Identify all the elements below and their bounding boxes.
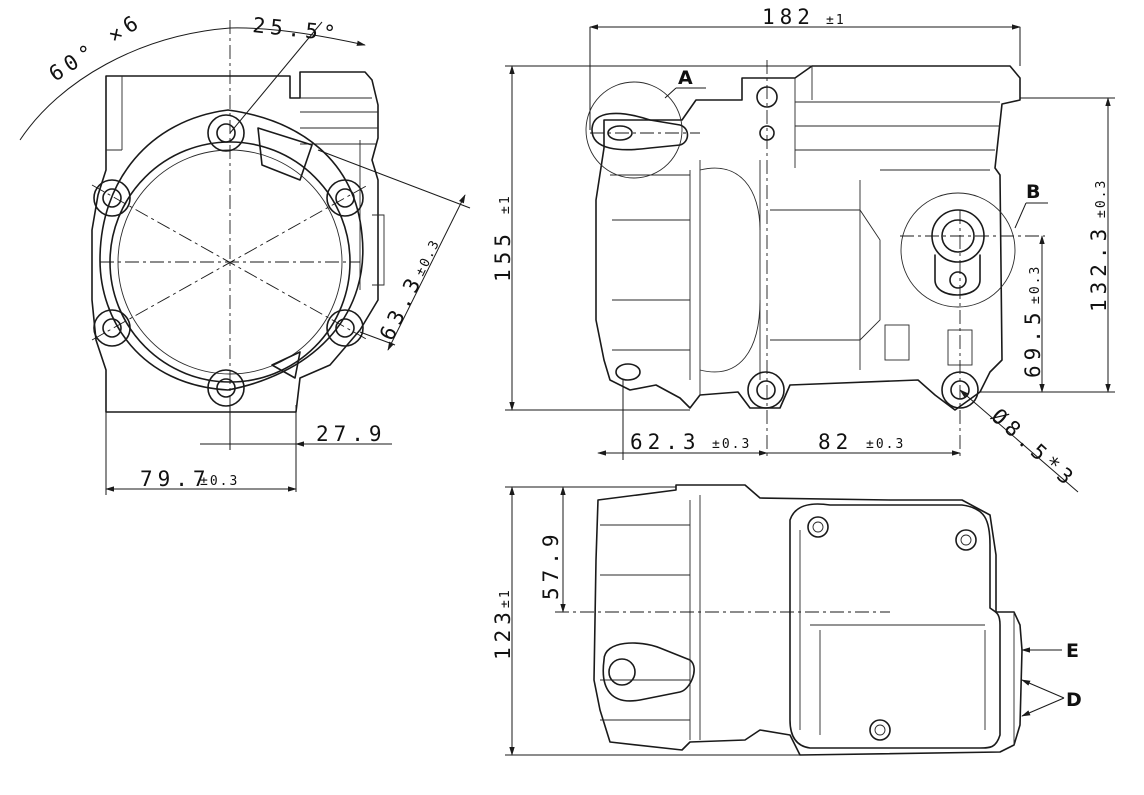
dim-27-9: 27.9 xyxy=(316,422,387,446)
dim-63-3: 63.3 xyxy=(375,270,428,344)
angle-pitch-label: 60° ×6 xyxy=(45,8,147,86)
label-e: E xyxy=(1066,640,1079,662)
dim-155: 155 xyxy=(491,229,515,282)
dim-132-3: 132.3 xyxy=(1087,224,1111,312)
dim-79-7: 79.7 xyxy=(140,467,211,491)
dim-63-3-tol: ±0.3 xyxy=(413,237,444,279)
dim-132-3-tol: ±0.3 xyxy=(1094,179,1109,218)
dim-123: 123 xyxy=(491,607,515,660)
detail-a-label: A xyxy=(678,67,693,89)
dim-182-tol: ±1 xyxy=(826,13,846,28)
dim-hole: Ø8.5*3 xyxy=(987,404,1082,493)
detail-b-label: B xyxy=(1026,181,1040,203)
front-housing-outline xyxy=(91,71,379,413)
dim-123-tol: ±1 xyxy=(498,588,513,608)
dim-82: 82 xyxy=(818,430,853,454)
dim-57-9: 57.9 xyxy=(539,529,563,600)
dim-69-5: 69.5 xyxy=(1021,307,1045,378)
top-housing-outline xyxy=(593,484,1023,756)
side-view: 182 ±1 155 ±1 132.3 ±0.3 69.5 ±0.3 62.3 … xyxy=(491,5,1115,493)
dim-62-3: 62.3 xyxy=(630,430,701,454)
label-d: D xyxy=(1066,689,1082,711)
dim-82-tol: ±0.3 xyxy=(866,437,905,452)
top-view: 57.9 123 ±1 E D xyxy=(491,484,1082,756)
side-housing-outline xyxy=(595,65,1021,411)
dim-79-7-tol: ±0.3 xyxy=(200,474,239,489)
dim-69-5-tol: ±0.3 xyxy=(1028,265,1043,304)
dim-182: 182 xyxy=(762,5,815,29)
front-view: 60° ×6 25.5° 63.3 ±0.3 27.9 79.7 ±0.3 xyxy=(19,8,471,495)
angle-offset-label: 25.5° xyxy=(251,13,341,46)
front-bolt-bosses xyxy=(93,114,364,407)
detail-b-circle xyxy=(900,192,1016,308)
front-flange xyxy=(99,109,364,391)
detail-a-circle xyxy=(585,81,683,179)
dim-62-3-tol: ±0.3 xyxy=(712,437,751,452)
dim-155-tol: ±1 xyxy=(498,194,513,214)
